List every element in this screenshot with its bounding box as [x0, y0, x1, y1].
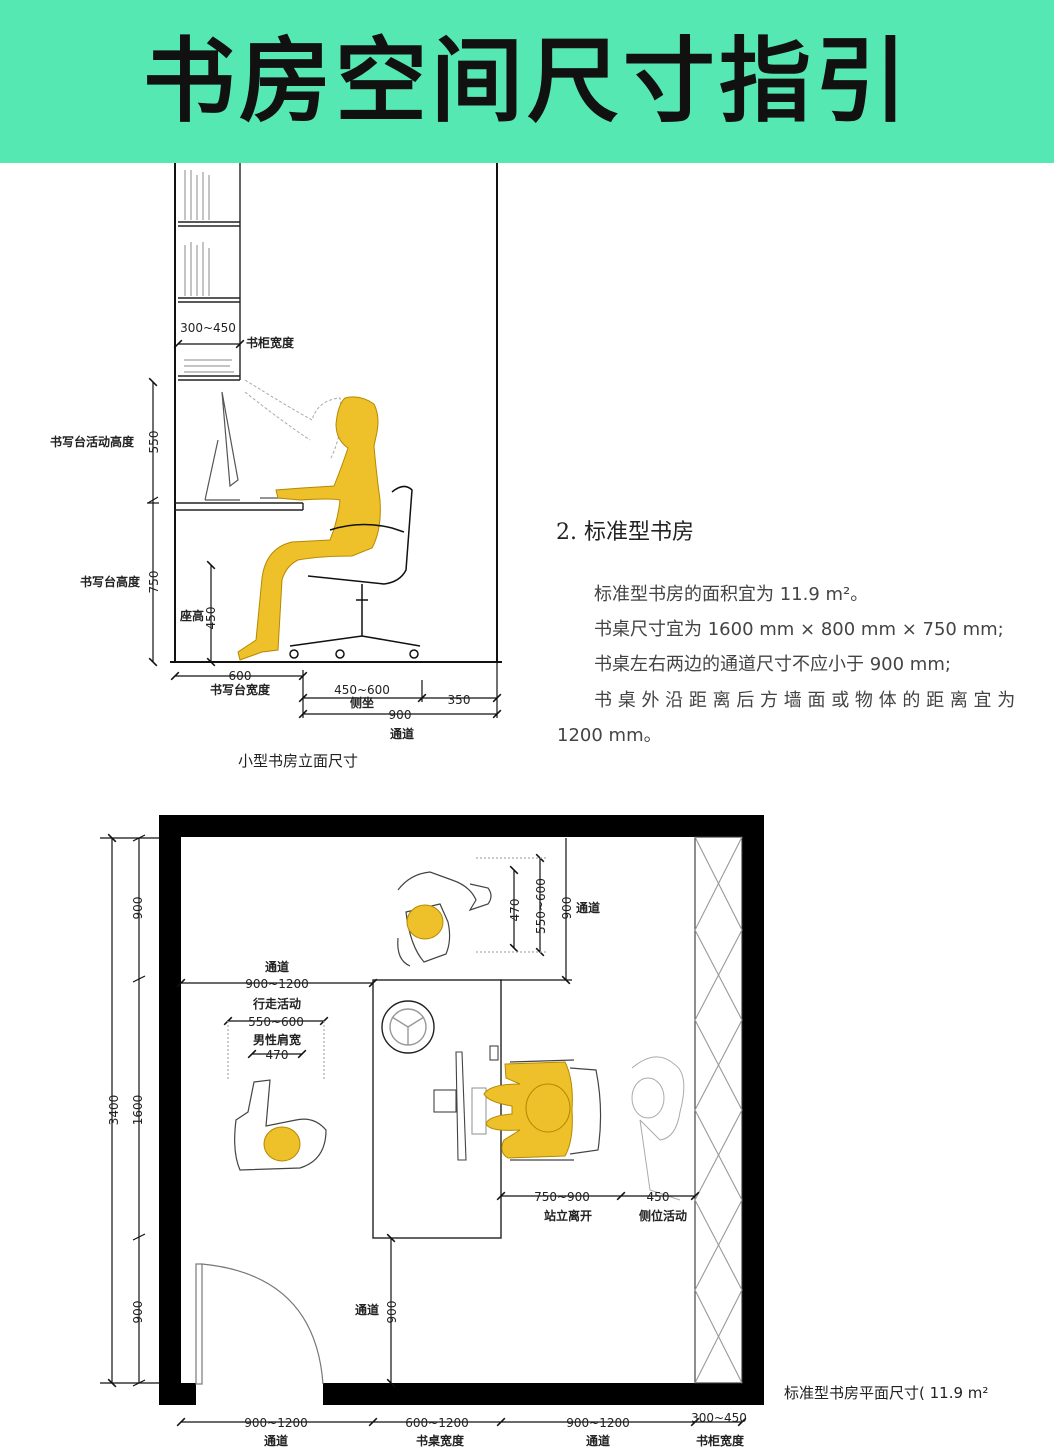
- desk-width-label: 书写台宽度: [210, 682, 271, 697]
- plan-left-person-dims: [176, 978, 378, 1080]
- top-person-walk-value: 550~600: [534, 878, 548, 934]
- desk-height-label: 书写台高度: [80, 574, 141, 589]
- standard-line-3: 书桌左右两边的通道尺寸不应小于 900 mm;: [594, 654, 951, 675]
- bottom-dim-4-label: 书柜宽度: [696, 1433, 745, 1448]
- bottom-dim-2-label: 书桌宽度: [416, 1433, 465, 1448]
- plan-seated-person: [483, 1061, 573, 1159]
- bottom-dim-1-label: 通道: [264, 1433, 288, 1448]
- elevation-caption: 小型书房立面尺寸: [238, 752, 358, 770]
- top-person-shoulder-value: 470: [508, 899, 522, 922]
- standard-line-2: 书桌尺寸宜为 1600 mm × 800 mm × 750 mm;: [594, 619, 1004, 640]
- plan-top-person: [397, 871, 492, 967]
- page-title: 书房空间尺寸指引: [142, 28, 911, 135]
- aisle-label: 通道: [390, 726, 414, 741]
- walk-activity-label: 行走活动: [252, 996, 301, 1011]
- side-activity-value: 450: [647, 1190, 670, 1204]
- plan-desk-length-value: 1600: [131, 1095, 145, 1126]
- stand-leave-label: 站立离开: [544, 1208, 592, 1223]
- side-activity-label: 侧位活动: [639, 1208, 687, 1223]
- desk-width-value: 600: [229, 669, 252, 683]
- plan-desk: [372, 979, 502, 1239]
- plan-caption: 标准型书房平面尺寸( 11.9 m²: [784, 1384, 988, 1402]
- bottom-dim-3-value: 900~1200: [566, 1416, 630, 1430]
- seated-person: [237, 396, 381, 661]
- stand-leave-value: 750~900: [534, 1190, 590, 1204]
- plan-side-person-outline: [631, 1056, 685, 1201]
- seat-height-value: 450: [204, 607, 218, 630]
- bottom-dim-2-value: 600~1200: [405, 1416, 469, 1430]
- plan-monitor: [433, 1045, 499, 1161]
- plan-walls: [159, 815, 764, 1405]
- bottom-dim-4-value: 300~450: [691, 1411, 747, 1425]
- cabinet-width-label: 书柜宽度: [246, 335, 295, 350]
- plan-desk-dims: [386, 1191, 700, 1388]
- shoulder-width-value: 470: [266, 1048, 289, 1062]
- reaching-figure-outline: [244, 379, 342, 461]
- plan-top-aisle-value: 900: [131, 897, 145, 920]
- plan-chair: [509, 1059, 602, 1161]
- plan-total-depth-value: 3400: [107, 1095, 121, 1126]
- front-aisle-value: 900: [385, 1301, 399, 1324]
- elevation-vertical-dims: [147, 377, 216, 667]
- desk-height-value: 750: [147, 571, 161, 594]
- aisle-value: 900: [389, 708, 412, 722]
- writing-desk: [175, 502, 304, 511]
- bottom-dim-1-value: 900~1200: [244, 1416, 308, 1430]
- shoulder-width-label: 男性肩宽: [253, 1032, 301, 1047]
- walk-activity-value: 550~600: [248, 1015, 304, 1029]
- bottom-dim-3-label: 通道: [586, 1433, 610, 1448]
- side-gap-value: 350: [448, 693, 471, 707]
- left-aisle-value: 900~1200: [245, 977, 309, 991]
- office-chair: [289, 485, 421, 659]
- standard-line-4: 书 桌 外 沿 距 离 后 方 墙 面 或 物 体 的 距 离 宜 为: [594, 690, 1016, 711]
- standard-line-1: 标准型书房的面积宜为 11.9 m²。: [594, 584, 869, 605]
- top-aisle-label: 通道: [576, 900, 600, 915]
- side-seat-value: 450~600: [334, 683, 390, 697]
- desk-activity-height-value: 550: [147, 431, 161, 454]
- standard-study-heading: 2. 标准型书房: [556, 520, 694, 545]
- left-aisle-label: 通道: [265, 959, 289, 974]
- plan-left-dims: [100, 833, 160, 1388]
- standard-line-5: 1200 mm。: [557, 725, 662, 746]
- plan-left-person: [234, 1079, 327, 1171]
- cabinet-depth-value: 300~450: [180, 321, 236, 335]
- front-aisle-label: 通道: [355, 1302, 379, 1317]
- desk-activity-height-label: 书写台活动高度: [50, 434, 135, 449]
- elevation-bottom-dims: [170, 662, 502, 719]
- seat-height-label: 座高: [179, 608, 204, 623]
- plan-bookcase: [694, 836, 743, 1384]
- top-aisle-value: 900: [560, 897, 574, 920]
- plan-top-person-dims: [476, 838, 572, 985]
- side-seat-label: 侧坐: [350, 695, 374, 710]
- door: [195, 1263, 324, 1385]
- elevation-room: [170, 163, 502, 663]
- title-banner: [0, 0, 1054, 163]
- monitor: [204, 391, 285, 501]
- plan-bottom-aisle-value: 900: [131, 1301, 145, 1324]
- bookshelf: [178, 163, 241, 381]
